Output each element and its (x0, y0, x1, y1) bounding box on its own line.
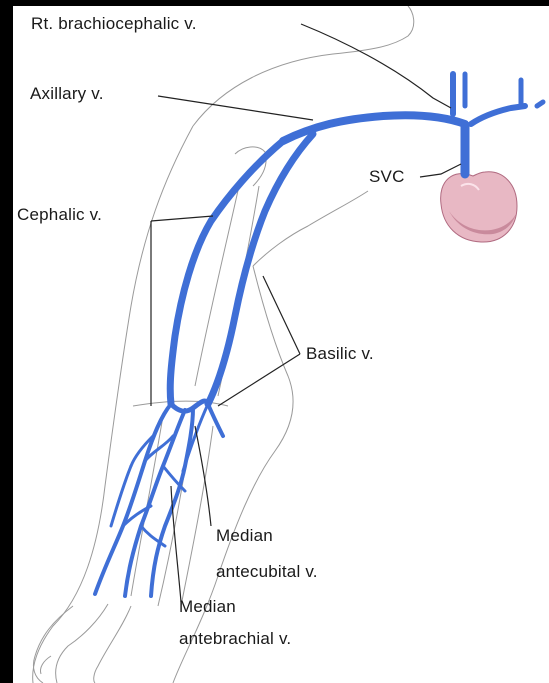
label-median-antecubital-line2: antecubital v. (216, 562, 318, 582)
basilic-vein (208, 134, 313, 404)
label-median-antebrachial-line1: Median (179, 597, 236, 617)
leader-median-antecubital (195, 426, 211, 526)
vein-network (95, 74, 543, 596)
diagram-panel: Rt. brachiocephalic v. Axillary v. SVC C… (13, 6, 549, 683)
leader-cephalic (151, 216, 213, 221)
median-antecubital-vein (171, 401, 208, 411)
label-median-antebrachial-line2: antebrachial v. (179, 629, 291, 649)
label-cephalic: Cephalic v. (17, 205, 102, 225)
leader-basilic (263, 276, 300, 354)
label-rt-brachiocephalic: Rt. brachiocephalic v. (31, 14, 197, 34)
leader-lines (151, 24, 461, 602)
leader-axillary (158, 96, 313, 120)
heart-icon (441, 172, 517, 242)
label-basilic: Basilic v. (306, 344, 374, 364)
leader-rt-brachiocephalic (301, 24, 451, 108)
label-axillary: Axillary v. (30, 84, 104, 104)
label-median-antecubital-line1: Median (216, 526, 273, 546)
label-svc: SVC (369, 167, 405, 187)
